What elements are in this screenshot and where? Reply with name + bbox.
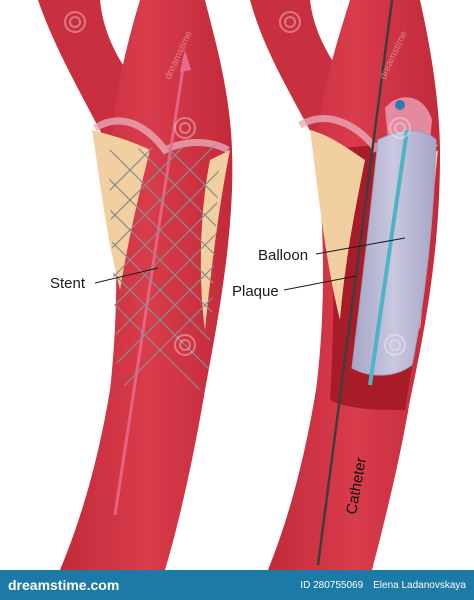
plaque-leader-line xyxy=(283,275,357,291)
catheter-wire xyxy=(316,0,394,566)
balloon-label: Balloon xyxy=(258,247,308,264)
footer-image-id: ID 280755069 xyxy=(300,579,364,591)
left-vessel-ridge xyxy=(93,117,230,155)
left-plaque-right xyxy=(200,150,230,330)
footer-brand[interactable]: dreamstime.com xyxy=(8,577,120,593)
left-guidewire xyxy=(113,54,187,516)
right-plaque-left xyxy=(310,130,365,320)
watermark-logos xyxy=(64,11,411,356)
footer-bar: dreamstime.com ID 280755069 Elena Ladano… xyxy=(0,570,474,600)
balloon-leader-line xyxy=(315,237,406,255)
right-vessel: Balloon Plaque Catheter xyxy=(232,0,440,570)
footer-meta: ID 280755069 Elena Ladanovskaya xyxy=(300,580,466,591)
stent-balloon-diagram: Stent Balloon Plaque Catheter dre xyxy=(38,0,440,570)
catheter-tip xyxy=(395,100,405,110)
left-plaque-upper xyxy=(92,130,150,290)
left-vessel: Stent xyxy=(38,0,233,570)
stent-leader-line xyxy=(94,267,159,284)
left-guidewire-tip xyxy=(180,50,191,72)
stent-label: Stent xyxy=(50,275,86,292)
catheter-inner-wire xyxy=(368,129,409,386)
balloon-shape xyxy=(351,130,437,376)
stent-mesh xyxy=(108,145,220,390)
footer-author[interactable]: Elena Ladanovskaya xyxy=(373,579,466,591)
plaque-label: Plaque xyxy=(232,283,279,300)
